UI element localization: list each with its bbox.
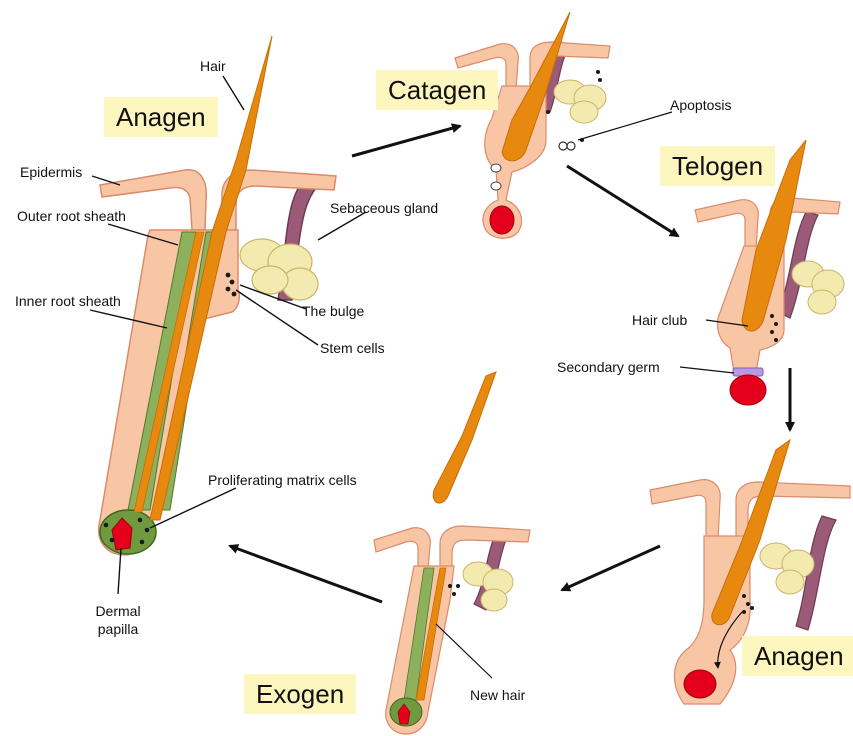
- stage-label-anagen-new: Anagen: [742, 636, 853, 676]
- stem-cell: [770, 330, 774, 334]
- new-hair-callout-line: [436, 624, 492, 678]
- stem-cell: [232, 292, 237, 297]
- stem-cell: [226, 287, 231, 292]
- catagen-follicle: [455, 12, 672, 238]
- stem-cell: [456, 584, 460, 588]
- arrow-exogen-to-anagen: [230, 546, 382, 602]
- sebaceous-gland: [792, 261, 844, 314]
- label-dermal-papilla-line2: papilla: [86, 620, 150, 638]
- label-epidermis: Epidermis: [20, 163, 82, 181]
- label-inner-root-sheath: Inner root sheath: [15, 292, 121, 310]
- exogen-follicle: [374, 372, 530, 734]
- label-apoptosis: Apoptosis: [670, 96, 731, 114]
- label-secondary-germ: Secondary germ: [557, 358, 660, 376]
- stem-cell: [746, 602, 750, 606]
- label-proliferating-matrix-cells: Proliferating matrix cells: [208, 471, 357, 489]
- label-hair: Hair: [200, 57, 226, 75]
- epidermis-left: [695, 200, 758, 250]
- stage-label-anagen: Anagen: [104, 97, 218, 137]
- stage-label-telogen: Telogen: [660, 146, 775, 186]
- apoptosis-marker: [559, 142, 567, 150]
- label-dermal-papilla-line1: Dermal: [86, 602, 150, 620]
- stem-cell: [774, 338, 778, 342]
- stem-cell: [546, 110, 550, 114]
- stem-cell: [750, 606, 754, 610]
- stage-label-exogen: Exogen: [244, 674, 356, 714]
- apoptotic-cell: [491, 164, 501, 172]
- sebaceous-gland: [463, 562, 513, 611]
- sebaceous-gland: [240, 239, 318, 300]
- shedding-hair: [433, 372, 496, 503]
- label-the-bulge: The bulge: [302, 302, 364, 320]
- hair-shaft: [712, 440, 790, 625]
- stem-cell: [774, 322, 778, 326]
- apoptosis-marker: [567, 142, 575, 150]
- dermal-papilla: [684, 670, 716, 698]
- matrix-cell: [110, 538, 115, 543]
- matrix-cell: [104, 523, 109, 528]
- dermal-papilla: [730, 375, 766, 405]
- stem-cell: [448, 584, 452, 588]
- stem-cell: [230, 280, 235, 285]
- matrix-cell: [140, 540, 145, 545]
- apoptotic-cell: [491, 182, 501, 190]
- stem-cell: [226, 273, 231, 278]
- label-stem-cells: Stem cells: [320, 339, 385, 357]
- stem-cell: [452, 592, 456, 596]
- arrow-anagen-to-catagen: [352, 126, 460, 156]
- stem-cell: [596, 70, 600, 74]
- stem-cell: [598, 78, 602, 82]
- label-new-hair: New hair: [470, 686, 525, 704]
- stem-cell: [742, 610, 746, 614]
- label-hair-club: Hair club: [632, 311, 687, 329]
- stem-cell: [742, 594, 746, 598]
- stage-label-catagen: Catagen: [376, 70, 498, 110]
- secondary-germ-callout-line: [680, 367, 734, 373]
- label-sebaceous-gland: Sebaceous gland: [330, 199, 438, 217]
- sebaceous-gland: [554, 80, 606, 123]
- matrix-cell: [145, 528, 150, 533]
- arrow-anagen-to-exogen: [562, 546, 660, 590]
- epidermis-left: [650, 480, 720, 540]
- label-dermal-papilla: Dermal papilla: [86, 602, 150, 638]
- matrix-cell: [138, 518, 143, 523]
- epidermis-left: [374, 528, 430, 570]
- stem-cell: [770, 314, 774, 318]
- dermal-papilla: [490, 206, 514, 234]
- label-outer-root-sheath: Outer root sheath: [17, 207, 126, 225]
